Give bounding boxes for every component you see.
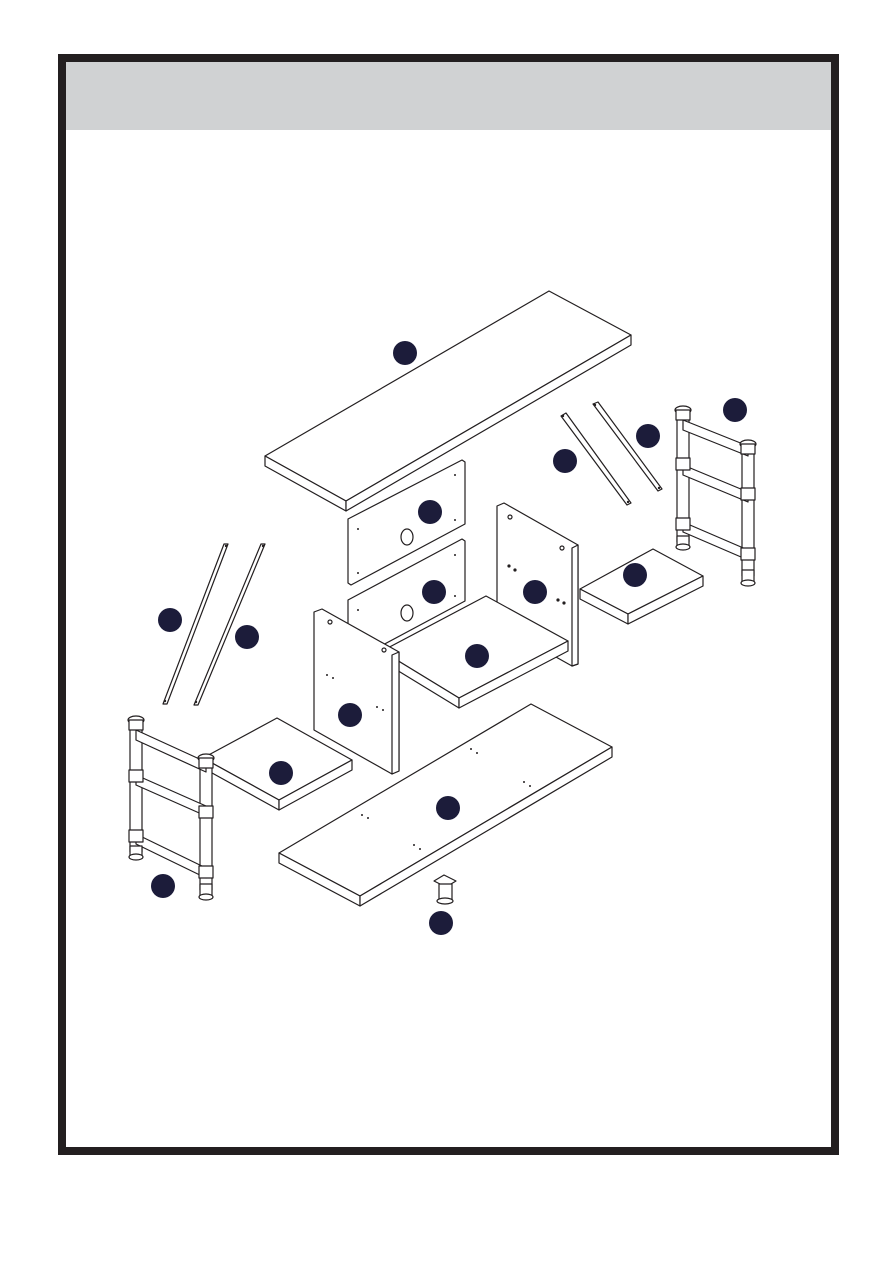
right-rails bbox=[561, 402, 662, 505]
callout-left-rail-b bbox=[235, 625, 259, 649]
center-leg bbox=[434, 875, 456, 904]
callout-right-rail-a bbox=[553, 449, 577, 473]
callout-lower-back-panel bbox=[422, 580, 446, 604]
callout-center-leg bbox=[429, 911, 453, 935]
callout-left-rail-a bbox=[158, 608, 182, 632]
left-pipe-frame bbox=[128, 716, 214, 900]
right-shelf bbox=[580, 549, 703, 624]
callout-top-panel bbox=[393, 341, 417, 365]
callout-left-shelf bbox=[269, 761, 293, 785]
right-pipe-frame bbox=[675, 406, 756, 586]
callout-left-pipe-frame bbox=[151, 874, 175, 898]
callout-right-divider-panel bbox=[523, 580, 547, 604]
callout-left-divider-panel bbox=[338, 703, 362, 727]
callout-right-shelf bbox=[623, 563, 647, 587]
callout-right-rail-b bbox=[636, 424, 660, 448]
callout-right-pipe-frame bbox=[723, 398, 747, 422]
callout-middle-shelf bbox=[465, 644, 489, 668]
callout-upper-back-panel bbox=[418, 500, 442, 524]
callout-bottom-panel bbox=[436, 796, 460, 820]
